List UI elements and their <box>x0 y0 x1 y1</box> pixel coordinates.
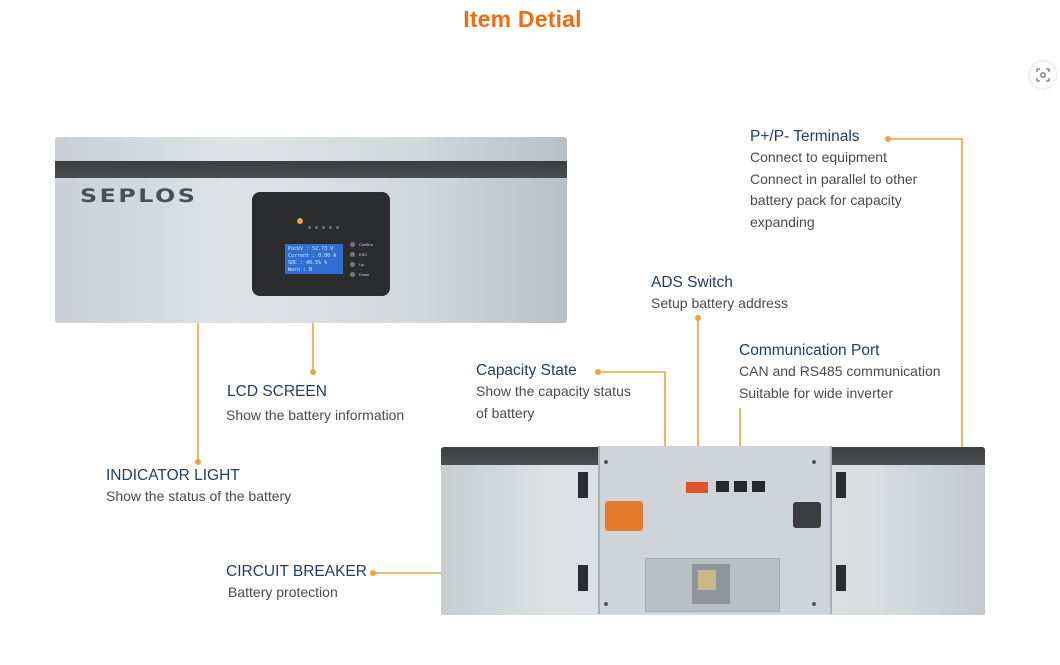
leader-dot <box>370 570 376 576</box>
ads-switch-description: Setup battery address <box>651 293 788 315</box>
lcd-screen-description: Show the battery information <box>226 405 404 427</box>
desc-line: Setup battery address <box>651 295 788 311</box>
lcd-screen-title: LCD SCREEN <box>227 383 327 400</box>
comm-port-title: Communication Port <box>739 342 880 359</box>
leader-dot <box>885 136 891 142</box>
terminals-description: Connect to equipment Connect in parallel… <box>750 147 917 233</box>
circuit-breaker-description: Battery protection <box>228 582 338 604</box>
leader-dot <box>595 369 601 375</box>
lcd-line: SOC : 46.5% % <box>288 260 328 266</box>
screw <box>604 602 608 606</box>
panel-button-label: ESC <box>350 250 373 260</box>
brand-logo: SEPLOS <box>80 185 198 207</box>
positive-terminal <box>605 501 643 531</box>
vent-slot <box>836 472 846 498</box>
lcd-line: PackV : 52.73 V <box>288 246 334 252</box>
panel-button-label: Up <box>350 260 373 270</box>
desc-line: Show the battery information <box>226 407 405 423</box>
panel-buttons: Confirm ESC Up Down <box>350 240 373 280</box>
desc-line: Show the capacity status <box>476 383 631 399</box>
vent-slot <box>578 472 588 498</box>
circuit-breaker-title: CIRCUIT BREAKER <box>226 563 367 580</box>
desc-line: Show the status of the battery <box>106 488 292 504</box>
leader-dot <box>695 315 701 321</box>
scan-icon <box>1036 68 1050 82</box>
vent-slot <box>578 565 588 591</box>
desc-line: Suitable for wide inverter <box>739 384 894 401</box>
page-title: Item Detial <box>463 6 582 32</box>
indicator-light-description: Show the status of the battery <box>106 486 291 508</box>
screw <box>812 602 816 606</box>
comm-port-description: CAN and RS485 communication Suitable for… <box>739 361 941 404</box>
visual-search-button[interactable] <box>1030 62 1056 88</box>
comm-port <box>752 481 765 492</box>
desc-line: battery pack for capacity <box>750 192 902 208</box>
vent-slot <box>836 565 846 591</box>
screw <box>604 460 608 464</box>
lcd-line: Warn : N <box>288 267 313 273</box>
desc-line: Battery protection <box>228 584 338 600</box>
desc-line: expanding <box>750 213 815 230</box>
desc-line: Connect to equipment <box>750 149 887 165</box>
comm-port <box>716 481 729 492</box>
leader-dot <box>310 369 316 375</box>
terminals-title: P+/P- Terminals <box>750 128 860 145</box>
ads-dip-switch <box>686 482 708 493</box>
lcd-display: PackV : 52.73 V Current : 0.00 A SOC : 4… <box>285 244 343 274</box>
indicator-leds <box>308 216 343 234</box>
capacity-state-title: Capacity State <box>476 362 577 379</box>
capacity-state-description: Show the capacity status of battery <box>476 381 631 424</box>
lcd-line: Current : 0.00 A <box>288 253 337 259</box>
front-band <box>55 161 567 178</box>
leader-dot <box>195 459 201 465</box>
leader-dot <box>297 218 303 224</box>
ads-switch-title: ADS Switch <box>651 274 733 291</box>
desc-line: Connect in parallel to other <box>750 170 918 187</box>
negative-terminal <box>793 502 821 528</box>
comm-port <box>734 481 747 492</box>
desc-line: of battery <box>476 404 535 421</box>
panel-button-label: Confirm <box>350 240 373 250</box>
desc-line: CAN and RS485 communication <box>739 363 941 379</box>
panel-button-label: Down <box>350 270 373 280</box>
breaker-handle <box>698 570 716 590</box>
indicator-light-title: INDICATOR LIGHT <box>106 467 240 484</box>
screw <box>812 460 816 464</box>
